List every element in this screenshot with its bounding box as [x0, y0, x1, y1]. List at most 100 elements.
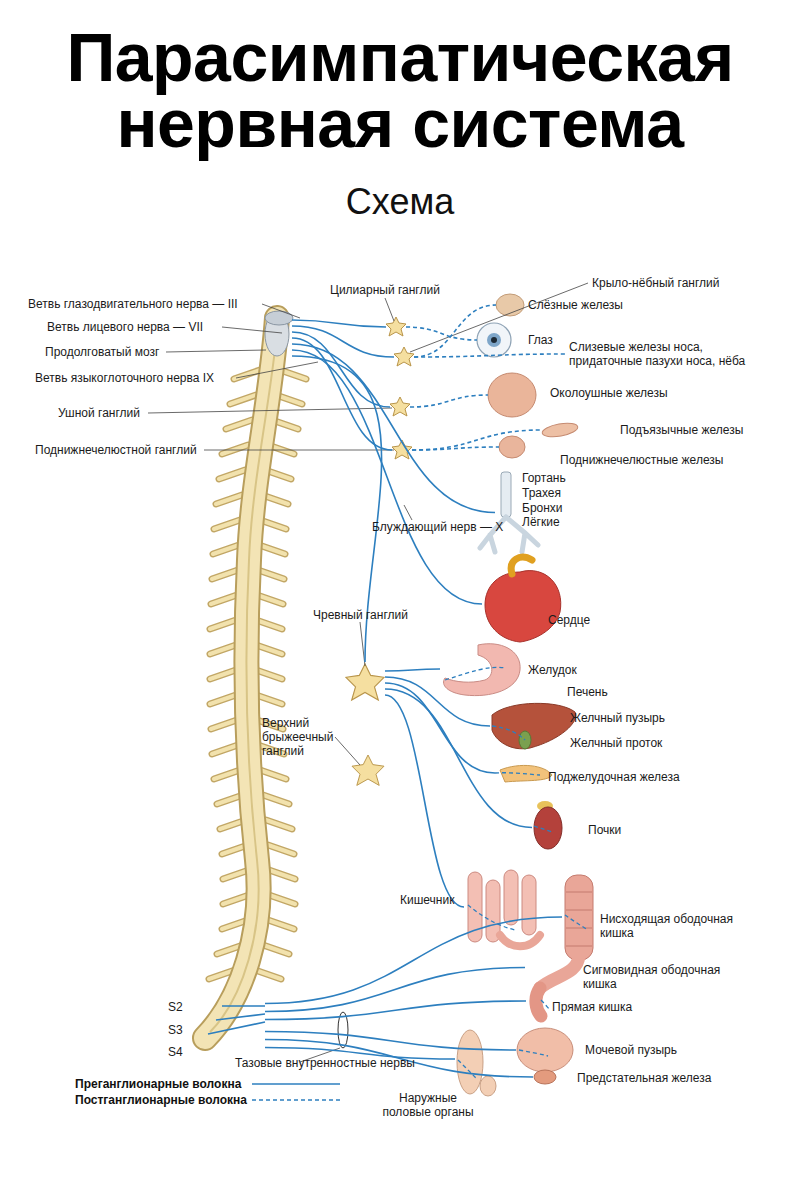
ganglion-shape [346, 664, 384, 700]
organ: Сердце [482, 565, 562, 643]
organ: Сигмовидная ободочная кишка [525, 955, 587, 980]
organ: Почки [532, 800, 564, 855]
ganglion-shape [394, 347, 414, 366]
preganglionic-fiber [385, 669, 440, 671]
organ: Слёзные железы [496, 294, 524, 316]
node-label: Лёгкие [522, 515, 560, 529]
descending-colon [565, 875, 593, 960]
preganglionic-fiber [292, 350, 482, 604]
node-label: Почки [588, 823, 621, 837]
node-label: Цилиарный ганглий [330, 283, 440, 297]
aorta [511, 557, 532, 574]
postganglionic-fiber [412, 430, 542, 450]
heart [485, 571, 561, 642]
subtitle: Схема [0, 182, 800, 222]
intestine [468, 870, 540, 946]
node-label: Поднижнечелюстной ганглий [35, 443, 197, 457]
kidney [534, 807, 562, 849]
node-label: Желчный пузырь [570, 711, 665, 725]
organ: Желудок [440, 640, 522, 698]
preganglionic-fiber [265, 968, 525, 1012]
submandibular-gland [499, 436, 525, 458]
ganglion-shape [386, 317, 406, 336]
leader-lines [148, 283, 588, 1062]
ganglion: Поднижнечелюстной ганглий [392, 441, 412, 459]
nerve-label: Ветвь лицевого нерва — VII [47, 320, 203, 334]
node-label: Поднижнечелюстные железы [560, 453, 723, 467]
organ: Наружные половые органы [455, 1028, 497, 1090]
poster-title: Парасимпатическая нервная система [0, 24, 800, 156]
node-label: S4 [168, 1045, 183, 1059]
preganglionic-fiber [265, 917, 562, 1004]
intraorgan-fibers [445, 667, 588, 1078]
ganglion: Ушной ганглий [390, 398, 410, 416]
organ: Кишечник [464, 866, 552, 948]
organ: Мочевой пузырь [516, 1027, 574, 1073]
sigmoid-colon [540, 955, 579, 988]
node-label: Чревный ганглий [313, 608, 408, 622]
preganglionic-fiber [292, 320, 386, 327]
organ: Поднижнечелюстные железы [499, 436, 525, 458]
node-label: Трахея [522, 486, 561, 500]
organ: Глаз [477, 323, 511, 357]
organ: Прямая кишка [526, 985, 550, 1017]
postganglionic-fiber [412, 447, 499, 450]
nerve-label: Ветвь языкоглоточного нерва IX [35, 371, 214, 385]
preganglionic-fiber [292, 338, 392, 450]
organ: ПеченьЖелчный пузырьЖелчный проток [490, 700, 578, 752]
organ: Нисходящая ободочная кишка [562, 873, 596, 961]
spinal-segment: S2S3S4 [165, 995, 265, 1060]
preganglionic-fiber [385, 695, 464, 907]
legend-text: Постганглионарные волокна [75, 1093, 247, 1107]
node-label: Предстательная железа [577, 1071, 711, 1085]
parotid-gland [488, 373, 536, 417]
organ: Слизевые железы носа, придаточные пазухи… [566, 339, 771, 369]
ganglion: Крыло-нёбный ганглий [394, 348, 414, 366]
ganglion: Цилиарный ганглий [386, 318, 406, 336]
node-label: Крыло-нёбный ганглий [592, 276, 720, 290]
node-label: Глаз [528, 333, 553, 347]
node-label: Желчный проток [570, 736, 662, 750]
node-label: S2 [168, 1000, 183, 1014]
preganglionic-fiber [385, 689, 532, 828]
node-label: Желудок [528, 663, 577, 677]
organ: Поджелудочная железа [495, 762, 555, 784]
liver [492, 703, 576, 748]
node-label: Кишечник [400, 893, 454, 907]
node-label: Наружные половые органы [378, 1091, 478, 1119]
brainstem: Продолговатый мозг [262, 312, 292, 360]
node-label: Гортань [522, 471, 566, 485]
node-label: Околоушные железы [550, 386, 668, 400]
intestine-loop [522, 875, 536, 935]
legend-solid-sample [252, 1083, 340, 1085]
organ: Подъязычные железы [542, 424, 578, 436]
ganglion-shape [352, 755, 384, 785]
intestine-loop [504, 870, 518, 925]
preganglionic-fiber [292, 332, 390, 407]
node-label: Нисходящая ободочная кишка [600, 912, 755, 940]
ganglion: Чревный ганглий [345, 662, 385, 704]
node-label: Слизевые железы носа, придаточные пазухи… [569, 340, 774, 368]
intestine-loop [500, 935, 540, 946]
bladder [517, 1028, 573, 1072]
prostate [534, 1070, 556, 1084]
spinal-cord-stripe [210, 330, 277, 1032]
sublingual-gland [541, 421, 579, 439]
spinal-cord-outline [205, 318, 277, 1038]
postganglionic-fiber [414, 354, 566, 357]
ganglion: Верхний брыжеечный ганглий [350, 755, 386, 787]
postganglionic-fiber [406, 327, 477, 340]
node-label: Поджелудочная железа [548, 770, 680, 784]
organ: Околоушные железы [488, 373, 536, 417]
eye-pupil [491, 337, 497, 343]
trachea [501, 472, 511, 517]
node-label: S3 [168, 1023, 183, 1037]
nerve-label: Тазовые внутренностные нервы [235, 1056, 415, 1070]
preganglionic-fiber [292, 344, 495, 513]
node-label: Продолговатый мозг [45, 345, 159, 359]
colon-folds [566, 892, 592, 946]
node-label: Подъязычные железы [620, 423, 743, 437]
